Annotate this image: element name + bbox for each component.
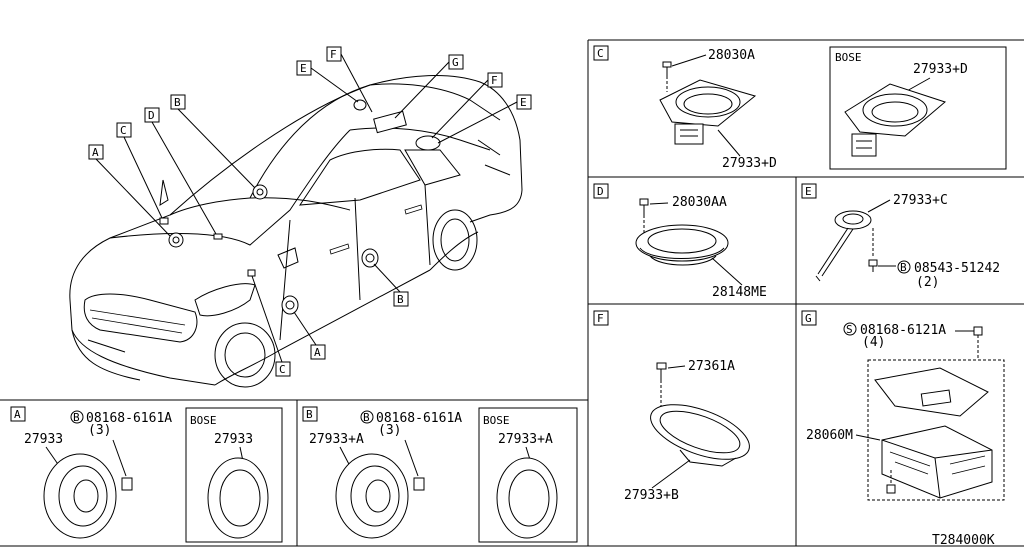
panel-d: D 28030AA 28148ME xyxy=(593,183,767,300)
panel-f: F 27361A 27933+B xyxy=(593,310,750,503)
panel-e-screw-label: 08543-51242 xyxy=(914,261,1000,276)
panel-g-bracket xyxy=(874,367,989,417)
panel-c-screw-label: 28030A xyxy=(708,48,755,63)
panel-a-speaker xyxy=(43,453,117,539)
callout-c-bottom-label: C xyxy=(279,363,286,376)
panel-g-amplifier xyxy=(881,425,993,499)
callout-g-label: G xyxy=(452,56,459,69)
panel-e: E 27933+C B 08543-51242 (2) xyxy=(801,183,1000,290)
panel-f-letter-box xyxy=(593,310,609,326)
panel-a-bose-label: BOSE xyxy=(190,414,217,427)
panel-e-screw-prefix: B xyxy=(900,261,907,274)
panel-c-screw xyxy=(662,61,672,68)
callout-c-top-label: C xyxy=(120,124,127,137)
panel-b-bose-speaker xyxy=(496,457,558,539)
panel-d-letter: D xyxy=(597,185,604,198)
car-callouts: A C D B E F G F E B A C xyxy=(88,46,532,377)
panel-e-part-label: 27933+C xyxy=(893,193,948,208)
panel-d-screw-label: 28030AA xyxy=(672,195,727,210)
callout-a-top-label: A xyxy=(92,146,99,159)
car-speaker-locations xyxy=(159,99,441,315)
panel-c-part-label: 27933+D xyxy=(722,156,777,171)
panel-g-part-label: 28060M xyxy=(806,428,853,443)
panel-a-screw-label: 08168-6161A xyxy=(86,411,172,426)
panel-d-part-label: 28148ME xyxy=(712,285,767,300)
panel-f-speaker xyxy=(650,404,750,460)
callout-f-left-label: F xyxy=(330,48,337,61)
panel-g-letter-box xyxy=(801,310,817,326)
panel-c-connector xyxy=(674,123,704,145)
panel-b-bose-label: BOSE xyxy=(483,414,510,427)
panel-f-screw-label: 27361A xyxy=(688,359,735,374)
panel-c-letter: C xyxy=(597,47,604,60)
callout-a-bottom-label: A xyxy=(314,346,321,359)
panel-a-bose-box xyxy=(185,407,283,543)
panel-b-screw-qty: (3) xyxy=(378,423,401,438)
panel-a-letter: A xyxy=(14,408,21,421)
callout-f-right-label: F xyxy=(491,74,498,87)
panel-g-screw xyxy=(973,326,983,336)
panel-b-screw xyxy=(413,477,425,491)
panel-e-screw-qty: (2) xyxy=(916,275,939,290)
panel-f-part-label: 27933+B xyxy=(624,488,679,503)
callout-e-right-label: E xyxy=(520,96,527,109)
car-illustration xyxy=(69,75,523,388)
panel-c-bose-speaker xyxy=(844,83,947,137)
callout-b-top-label: B xyxy=(174,96,181,109)
panel-g-bottom-screw xyxy=(886,484,896,494)
panel-b-letter-box xyxy=(302,406,318,422)
panel-a-screw-prefix: B xyxy=(73,411,80,424)
panel-a-part-label: 27933 xyxy=(24,432,63,447)
callout-c-bottom xyxy=(275,361,291,377)
panel-borders xyxy=(0,39,1024,547)
panel-c: C 28030A 27933+D BOSE 27933+D xyxy=(593,45,1007,171)
panel-a-bose-part-label: 27933 xyxy=(214,432,253,447)
panel-a-letter-box xyxy=(10,406,26,422)
panel-b-screw-prefix: B xyxy=(363,411,370,424)
panel-f-letter: F xyxy=(597,312,604,325)
panel-b: B B 08168-6161A (3) 27933+A BOSE 27933+A xyxy=(302,406,578,543)
panel-b-part-label: 27933+A xyxy=(309,432,364,447)
panel-a-screw-qty: (3) xyxy=(88,423,111,438)
panel-g-screw-prefix: S xyxy=(846,323,853,336)
panel-g-letter: G xyxy=(805,312,812,325)
callout-b-bottom xyxy=(393,291,409,307)
panel-b-speaker xyxy=(335,453,409,539)
panel-b-letter: B xyxy=(306,408,313,421)
panel-b-screw-label: 08168-6161A xyxy=(376,411,462,426)
panel-c-bose-label: BOSE xyxy=(835,51,862,64)
panel-b-bose-box xyxy=(478,407,578,543)
panel-a: A B 08168-6161A (3) 27933 BOSE 27933 xyxy=(10,406,283,543)
panel-d-letter-box xyxy=(593,183,609,199)
panel-c-bose-box xyxy=(829,46,1007,170)
panel-g-screw-label: 08168-6121A xyxy=(860,323,946,338)
panel-c-bose-part-label: 27933+D xyxy=(913,62,968,77)
panel-a-bose-speaker xyxy=(207,457,269,539)
panel-c-bose-connector xyxy=(851,133,877,157)
callout-a-bottom xyxy=(310,344,326,360)
panel-e-letter-box xyxy=(801,183,817,199)
panel-g-screw-qty: (4) xyxy=(862,335,885,350)
panel-d-speaker xyxy=(635,224,729,262)
panel-b-bose-part-label: 27933+A xyxy=(498,432,553,447)
callout-e-left-label: E xyxy=(300,62,307,75)
callout-b-bottom-label: B xyxy=(397,293,404,306)
diagram-id: T284000K xyxy=(932,533,995,548)
panel-g: G S 08168-6121A (4) 28060M xyxy=(801,310,1005,501)
panel-a-screw xyxy=(121,477,133,491)
panel-e-letter: E xyxy=(805,185,812,198)
panel-f-screw xyxy=(656,362,667,370)
panel-c-letter-box xyxy=(593,45,609,61)
panel-e-screw xyxy=(868,259,878,267)
callout-d-label: D xyxy=(148,109,155,122)
panel-d-screw xyxy=(639,198,649,206)
